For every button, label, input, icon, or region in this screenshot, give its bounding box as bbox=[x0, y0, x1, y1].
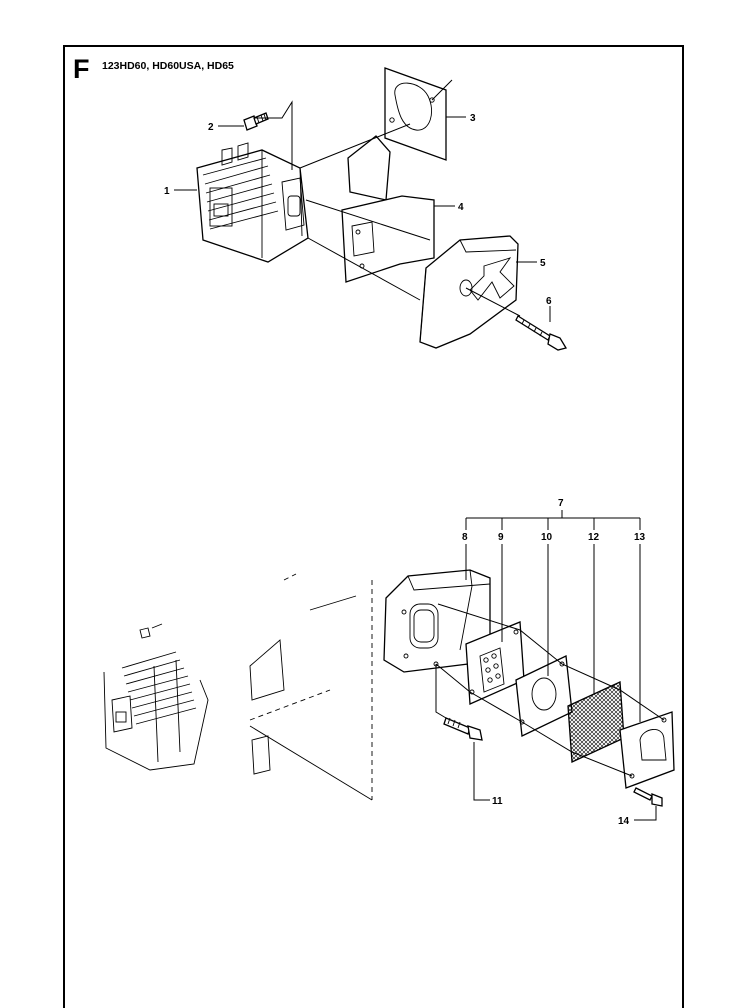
reference-heat-shield-outline bbox=[249, 573, 373, 801]
spark-arrestor-screen-part bbox=[567, 681, 625, 763]
callout-9: 9 bbox=[498, 532, 504, 543]
callout-1: 1 bbox=[164, 186, 170, 197]
callout-13: 13 bbox=[634, 532, 646, 543]
cylinder-part bbox=[196, 142, 309, 263]
section-letter: F bbox=[73, 54, 90, 84]
bottom-bolt-part bbox=[443, 717, 483, 741]
callout-8: 8 bbox=[462, 532, 468, 543]
callout-12: 12 bbox=[588, 532, 600, 543]
muffler-part bbox=[419, 235, 519, 349]
muffler-cover-part bbox=[619, 711, 675, 789]
callout-labels: 1 2 3 4 5 6 7 8 9 10 11 12 13 14 bbox=[164, 113, 646, 827]
cover-screw-part bbox=[633, 787, 663, 807]
callout-11: 11 bbox=[492, 796, 503, 807]
callout-10: 10 bbox=[541, 532, 553, 543]
model-title: 123HD60, HD60USA, HD65 bbox=[102, 60, 234, 72]
cylinder-bolt-part bbox=[243, 112, 269, 131]
callout-3: 3 bbox=[470, 113, 476, 124]
exhaust-gasket-part bbox=[384, 67, 447, 161]
callout-5: 5 bbox=[540, 258, 546, 269]
callout-4: 4 bbox=[458, 202, 464, 213]
callout-6: 6 bbox=[546, 296, 552, 307]
callout-7: 7 bbox=[558, 498, 564, 509]
heat-shield-part bbox=[341, 135, 435, 283]
muffler-body-part bbox=[383, 569, 491, 673]
reference-cylinder-outline bbox=[103, 623, 209, 771]
callout-14: 14 bbox=[618, 816, 630, 827]
callout-2: 2 bbox=[208, 122, 214, 133]
muffler-bolt-part bbox=[515, 315, 568, 351]
drawing-frame bbox=[63, 45, 684, 1008]
